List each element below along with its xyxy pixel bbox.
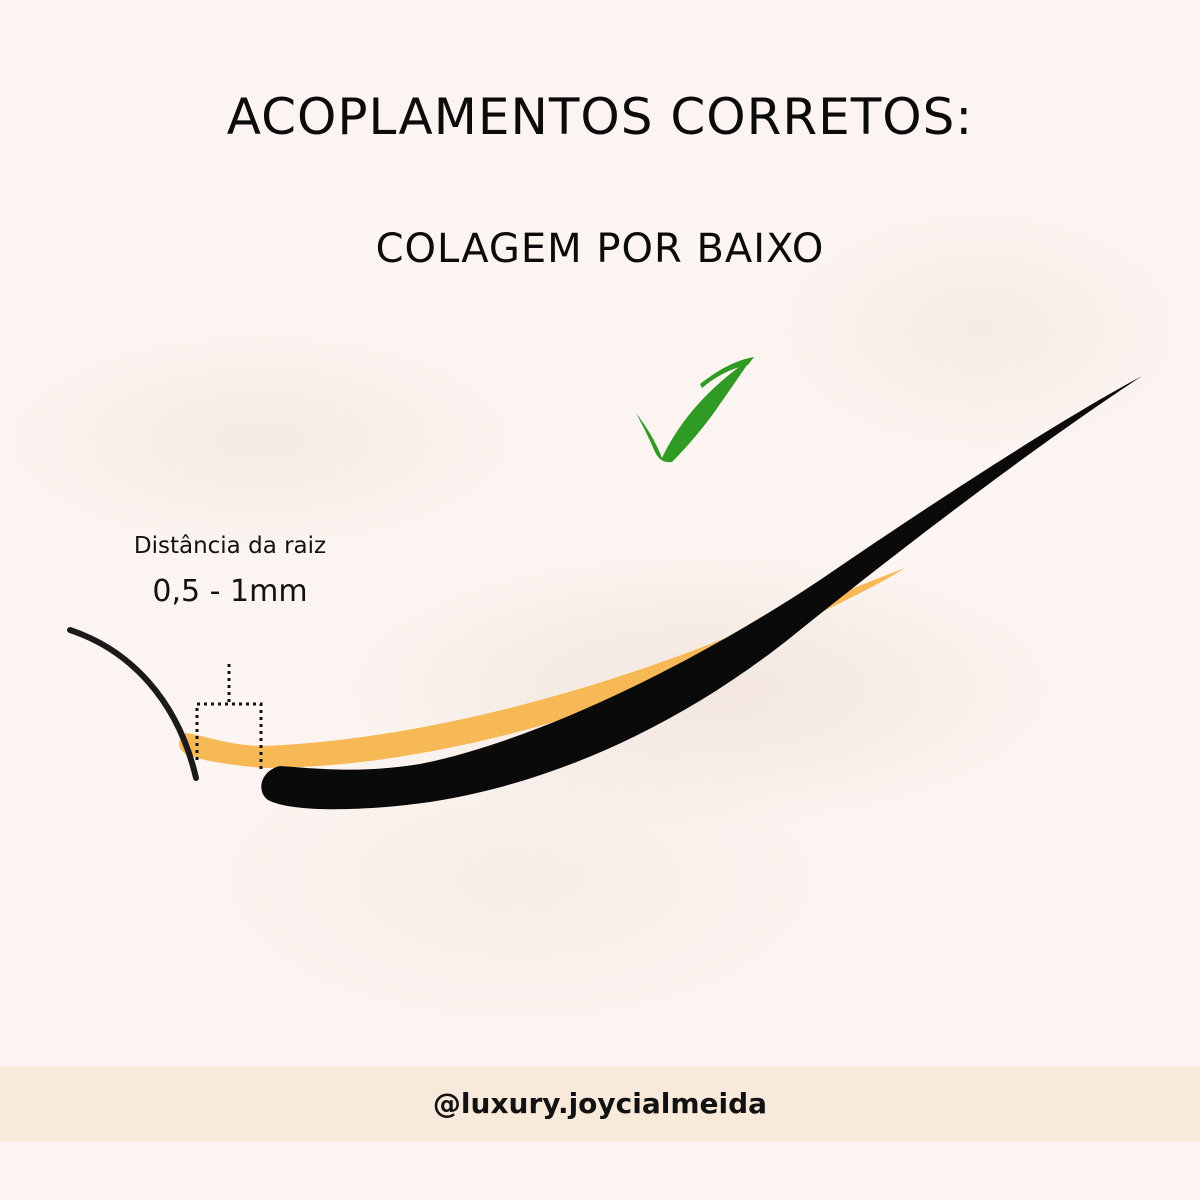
check-icon (636, 357, 754, 463)
natural-lash (179, 568, 905, 768)
distance-bracket (195, 664, 263, 772)
natural-base-lash (67, 627, 199, 781)
page-subtitle: COLAGEM POR BAIXO (375, 226, 825, 272)
page-title: ACOPLAMENTOS CORRETOS: (226, 88, 974, 146)
footer-band (0, 1066, 1200, 1142)
distance-value: 0,5 - 1mm (152, 574, 308, 609)
social-handle: @luxury.joycialmeida (432, 1087, 768, 1120)
distance-label: Distância da raiz (133, 533, 327, 559)
